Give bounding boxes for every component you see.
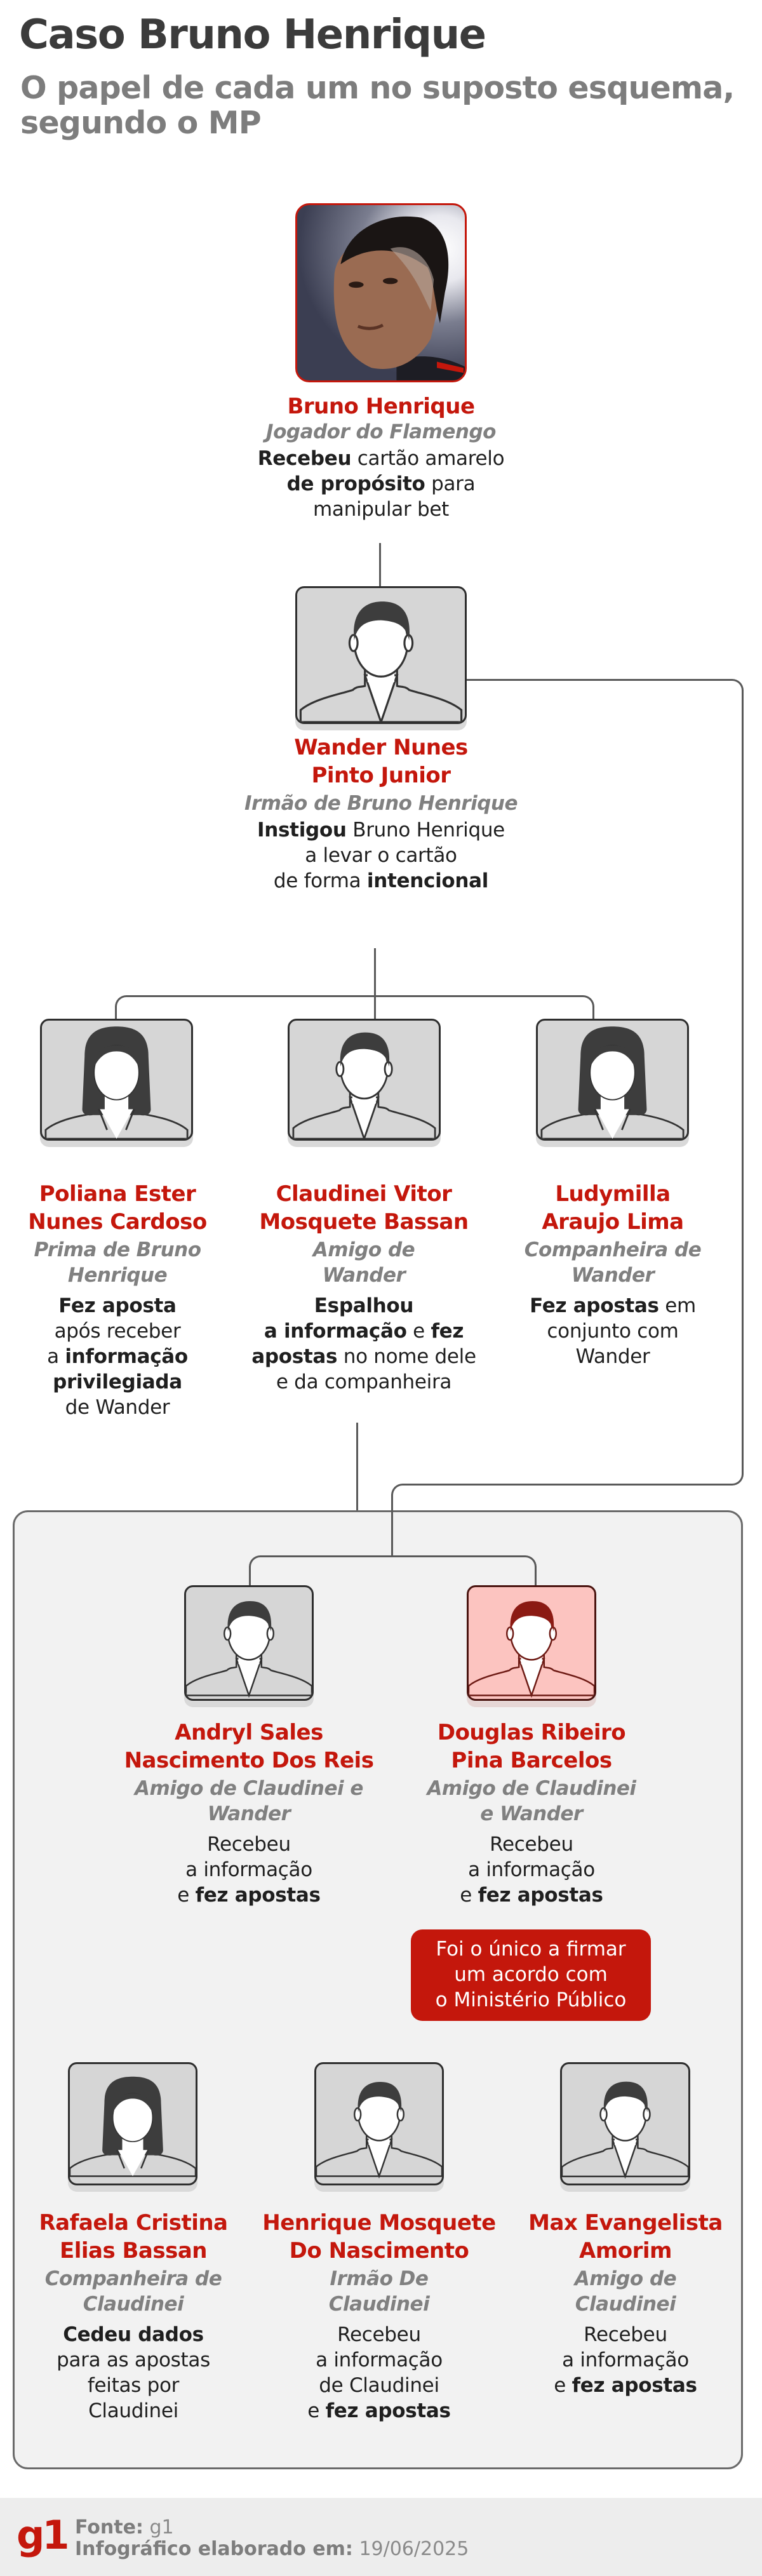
avatar-andryl (184, 1585, 314, 1701)
person-description: Cedeu dados para as apostas feitas por C… (57, 2323, 210, 2422)
connector-into-panel (391, 1494, 393, 1510)
person-description: Instigou Bruno Henrique a levar o cartão… (257, 819, 505, 892)
person-description: Fez apostas em conjunto com Wander (530, 1294, 696, 1368)
person-role: Jogador do Flamengo (266, 420, 496, 443)
male-silhouette-icon (290, 1021, 439, 1139)
connector-row3-horizontal (127, 995, 582, 997)
connector-panel-horizontal (261, 1555, 524, 1557)
connector-corner (249, 1555, 262, 1569)
avatar-rafaela (68, 2062, 197, 2185)
female-silhouette-icon (70, 2064, 196, 2184)
connector-claudinei-down (356, 1423, 358, 1510)
connector-right-vertical (742, 690, 744, 1474)
connector-wander-down (374, 948, 376, 1019)
avatar-claudinei (288, 1019, 441, 1141)
male-silhouette-icon (316, 2064, 442, 2184)
connector-corner (115, 995, 128, 1009)
person-role: Irmão de Bruno Henrique (244, 792, 518, 815)
footer: g1 Fonte: g1 Infográfico elaborado em: 1… (0, 2498, 762, 2576)
male-silhouette-icon (562, 2064, 688, 2184)
infographic-subtitle: O papel de cada um no suposto esquema, s… (20, 70, 735, 141)
connector-corner (391, 1484, 404, 1497)
person-description: Recebeu cartão amarelo de propósito para… (257, 447, 505, 521)
person-description: Recebeu a informação e fez apostas (554, 2323, 697, 2397)
source-info: Fonte: g1 Infográfico elaborado em: 19/0… (75, 2516, 469, 2560)
male-silhouette-icon (186, 1587, 312, 1699)
connector-to-poliana (115, 1006, 117, 1019)
connector-corner (730, 679, 744, 692)
connector-corner (730, 1472, 744, 1486)
player-photo (295, 203, 467, 382)
plea-deal-callout: Foi o único a firmar um acordo com o Min… (411, 1929, 651, 2021)
avatar-wander (295, 586, 467, 724)
connector-corner (523, 1555, 537, 1569)
person-name: Bruno Henrique (287, 394, 475, 419)
person-description: Recebeu a informação e fez apostas (460, 1833, 603, 1907)
person-description: Recebeu a informação e fez apostas (177, 1833, 321, 1907)
connector-right-return (403, 1484, 732, 1486)
connector-panel-down (391, 1510, 393, 1556)
player-photo-icon (333, 216, 465, 380)
connector-to-douglas (535, 1566, 537, 1585)
g1-logo: g1 (17, 2512, 70, 2558)
person-description: Recebeu a informação de Claudinei e fez … (307, 2323, 451, 2422)
person-card-bruno: Bruno Henrique Jogador do Flamengo Receb… (190, 392, 572, 522)
male-silhouette-highlighted-icon (469, 1587, 594, 1699)
connector-bruno-wander (379, 543, 381, 586)
connector-wander-right (467, 679, 732, 681)
avatar-ludymilla (536, 1019, 689, 1141)
person-description: Espalhou a informação e fez apostas no n… (251, 1294, 476, 1393)
male-silhouette-icon (297, 588, 465, 722)
infographic-title: Caso Bruno Henrique (19, 11, 486, 58)
connector-corner (581, 995, 594, 1009)
avatar-henrique (314, 2062, 444, 2185)
female-silhouette-icon (538, 1021, 687, 1139)
avatar-max (560, 2062, 690, 2185)
connector-to-andryl (249, 1566, 251, 1585)
person-description: Fez aposta após receber a informação pri… (47, 1294, 188, 1419)
female-silhouette-icon (42, 1021, 191, 1139)
avatar-douglas (467, 1585, 596, 1701)
avatar-poliana (40, 1019, 193, 1141)
connector-to-ludymilla (592, 1006, 594, 1019)
